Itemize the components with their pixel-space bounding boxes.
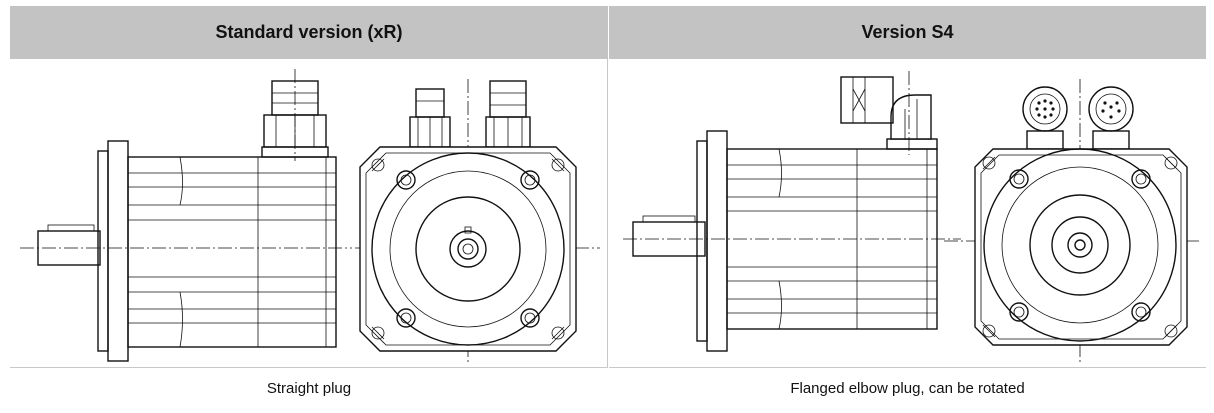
panel-caption: Straight plug [266, 380, 352, 397]
panel-header: Standard version (xR) [10, 6, 608, 59]
drawing-area [10, 59, 608, 368]
motor-front-view [944, 79, 1199, 364]
panel-header: Version S4 [609, 6, 1206, 59]
version-s4-panel: Version S4 [609, 6, 1206, 397]
motor-front-view [355, 79, 600, 364]
motor-side-view [20, 69, 352, 362]
motor-drawing-s4 [623, 71, 1199, 364]
motor-side-view [623, 71, 961, 352]
standard-version-panel: Standard version (xR) [10, 6, 608, 397]
panel-caption: Flanged elbow plug, can be rotated [790, 380, 1025, 397]
drawing-area [609, 59, 1206, 368]
motor-drawing-standard [20, 69, 600, 364]
